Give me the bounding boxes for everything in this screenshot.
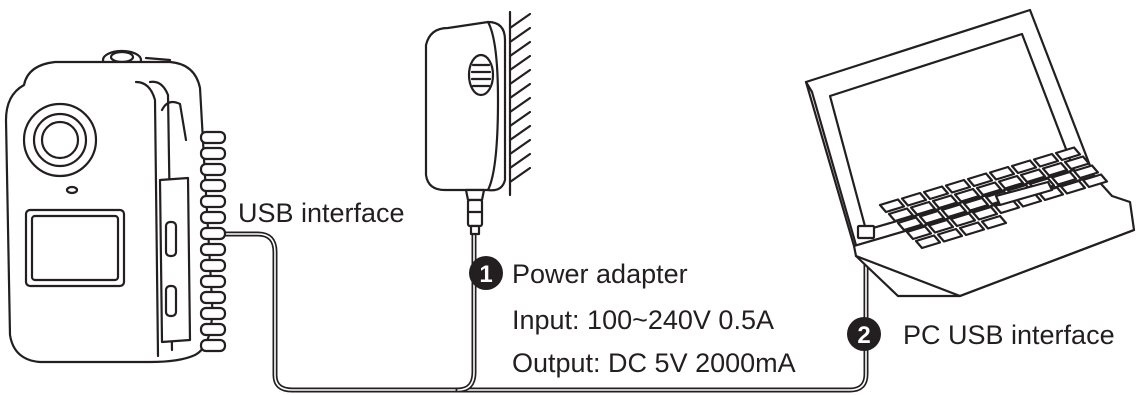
keyboard-key — [1072, 164, 1100, 180]
power-adapter-label: Power adapter — [512, 259, 688, 289]
keyboard-key — [958, 221, 986, 237]
keyboard-key — [962, 196, 990, 212]
grip-rib — [199, 194, 227, 209]
wall-hatch-line — [508, 124, 532, 142]
keyboard-key — [931, 194, 959, 210]
wall-hatch-line — [508, 54, 532, 72]
wall-hatch-line — [508, 96, 532, 114]
keyboard-key — [878, 198, 906, 214]
pc-usb-interface-label: PC USB interface — [903, 320, 1115, 350]
keyboard-key — [909, 200, 937, 216]
badge-2: 2 — [847, 317, 881, 351]
wall-hatch-line — [508, 12, 532, 30]
grip-rib — [199, 290, 227, 305]
output-spec-label: Output: DC 5V 2000mA — [512, 348, 796, 378]
keyboard-key — [949, 212, 977, 228]
keyboard-key — [980, 214, 1008, 230]
keyboard-key — [1059, 179, 1087, 195]
grip-rib — [199, 226, 227, 241]
wall-hatch-line — [508, 152, 532, 170]
keyboard-key — [953, 187, 981, 203]
wall-power-adapter-icon — [424, 10, 532, 236]
wall-hatch-line — [508, 138, 532, 156]
keyboard-key — [887, 207, 915, 223]
keyboard-key — [1081, 173, 1109, 189]
keyboard-key — [988, 165, 1016, 181]
usb-interface-label: USB interface — [238, 198, 405, 228]
badge-2-number: 2 — [857, 322, 870, 349]
grip-rib — [199, 130, 227, 145]
keyboard-key — [936, 227, 964, 243]
body-camera-icon — [4, 49, 227, 364]
laptop-icon — [804, 8, 1136, 298]
grip-rib — [199, 242, 227, 257]
keyboard-key — [966, 172, 994, 188]
keyboard-key — [1032, 152, 1060, 168]
keyboard-key — [997, 174, 1025, 190]
keyboard-key — [940, 203, 968, 219]
grip-rib — [199, 210, 227, 225]
grip-rib — [199, 146, 227, 161]
keyboard-key — [971, 205, 999, 221]
wall-hatch-line — [508, 166, 532, 184]
grip-rib — [199, 306, 227, 321]
keyboard-key — [1054, 146, 1082, 162]
keyboard-key — [1041, 161, 1069, 177]
grip-rib — [199, 162, 227, 177]
keyboard-key — [896, 216, 924, 232]
keyboard-key — [914, 234, 942, 250]
keyboard-key — [922, 185, 950, 201]
wall-hatch-line — [508, 82, 532, 100]
adapter-cable — [455, 229, 477, 393]
keyboard-key — [927, 218, 955, 234]
keyboard-key — [1050, 170, 1078, 186]
keyboard-key — [918, 209, 946, 225]
keyboard-key — [905, 225, 933, 241]
wall-hatch-line — [508, 40, 532, 58]
grip-rib — [199, 178, 227, 193]
wall-hatch-line — [508, 68, 532, 86]
input-spec-label: Input: 100~240V 0.5A — [512, 305, 774, 335]
wall-hatch-line — [508, 110, 532, 128]
keyboard-key — [1010, 159, 1038, 175]
keyboard-key — [900, 191, 928, 207]
keyboard-key — [1019, 168, 1047, 184]
usb-cable — [182, 231, 869, 393]
badge-1-number: 1 — [479, 261, 492, 288]
grip-rib — [199, 258, 227, 273]
wall-hatch-line — [508, 26, 532, 44]
grip-rib — [199, 322, 227, 337]
grip-rib — [199, 274, 227, 289]
keyboard-key — [975, 181, 1003, 197]
keyboard-key — [1063, 155, 1091, 171]
badge-1: 1 — [469, 256, 503, 290]
keyboard-key — [944, 178, 972, 194]
grip-rib — [199, 338, 227, 353]
